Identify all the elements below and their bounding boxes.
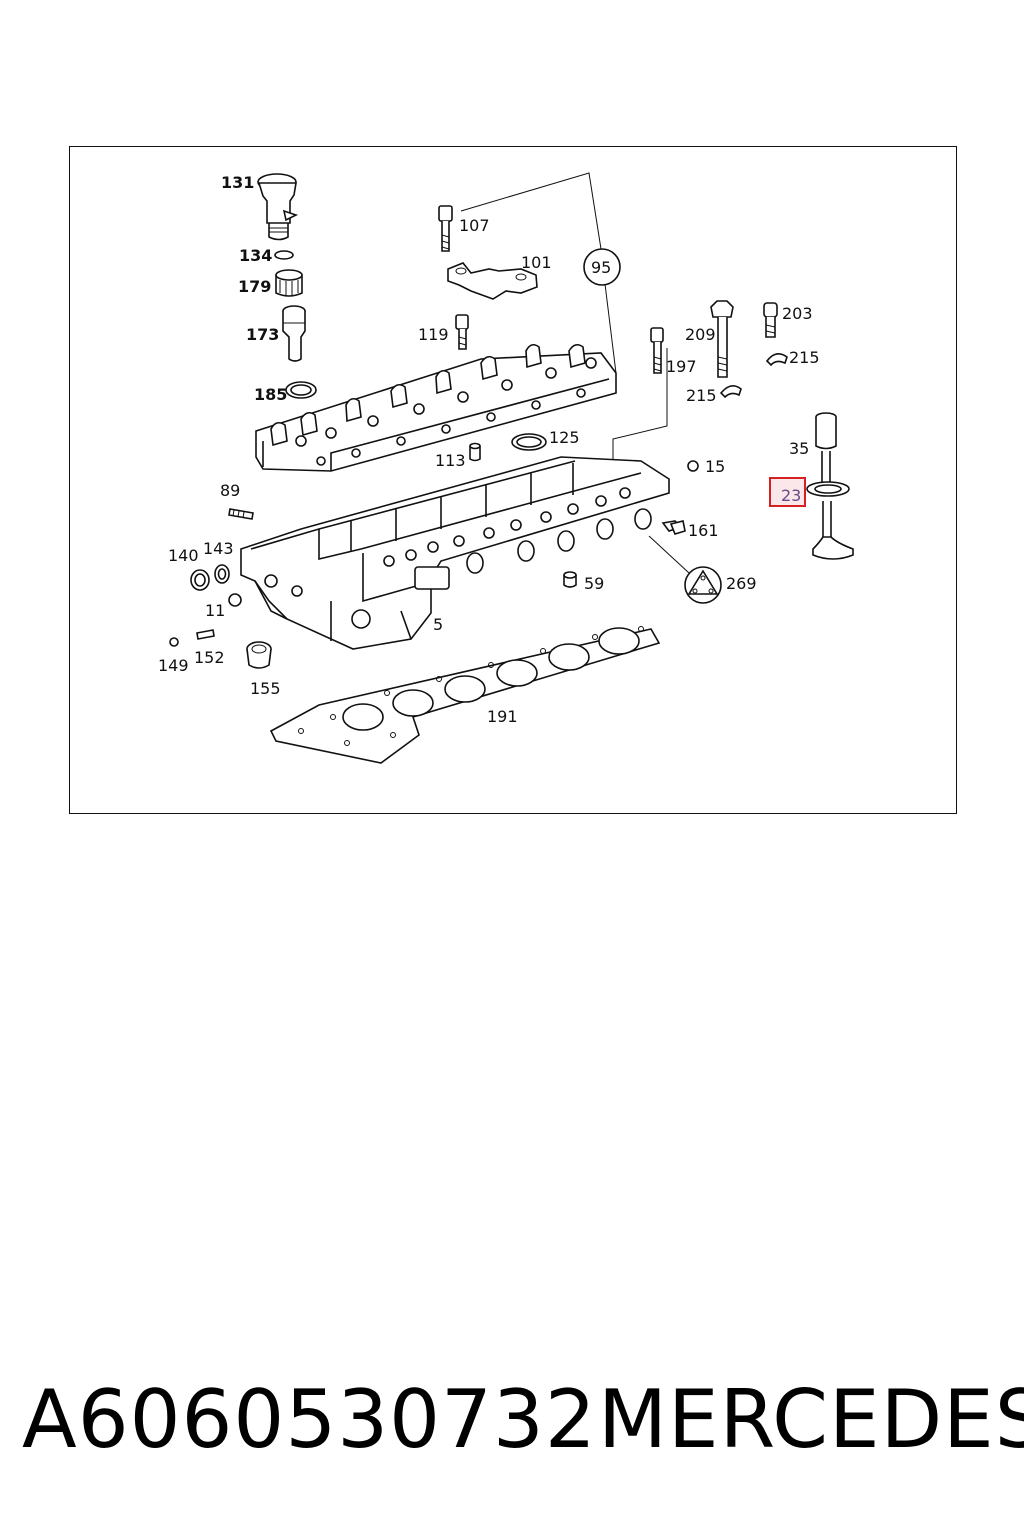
callout-143[interactable]: 143 [203,539,234,558]
parts-diagram: 131 134 179 173 185 107 101 95 119 209 2… [158,172,854,764]
valve [812,501,854,560]
part-35-valve-guide [815,412,837,450]
callout-101[interactable]: 101 [521,253,552,272]
callout-191[interactable]: 191 [487,707,518,726]
callout-155[interactable]: 155 [250,679,281,698]
part-179-sleeve [275,269,303,297]
brand-name: MERCEDES [598,1373,1024,1466]
part-173-plunger [282,305,306,362]
highlight-box-23 [769,477,806,507]
callout-161[interactable]: 161 [688,521,719,540]
callout-173[interactable]: 173 [246,325,279,344]
part-203-bolt [763,302,778,338]
callout-107[interactable]: 107 [459,216,490,235]
callout-5[interactable]: 5 [433,615,443,634]
part-101-bearing-cap [447,262,538,300]
callout-23[interactable]: 23 [781,486,801,505]
callout-131[interactable]: 131 [221,173,254,192]
part-215-washer-upper [765,353,788,367]
part-140-plug [190,569,210,591]
callout-125[interactable]: 125 [549,428,580,447]
callout-89[interactable]: 89 [220,481,240,500]
part-11-ring [228,593,242,607]
callout-15[interactable]: 15 [705,457,725,476]
part-119-bolt [455,314,469,350]
part-59-sleeve [563,571,577,588]
part-134-o-ring [274,250,294,260]
callout-152[interactable]: 152 [194,648,225,667]
part-23-valve-stem-seal [806,451,850,497]
part-107-bolt [438,205,453,252]
part-185-seal-ring [285,381,317,399]
part-155-sleeve [246,641,272,669]
part-152-pin [196,629,215,640]
part-191-head-gasket [269,626,661,764]
callout-labels: 131 134 179 173 185 107 101 95 119 209 2… [158,173,820,726]
group-95-marker [583,248,621,286]
footer: A6060530732 MERCEDES [0,1370,1024,1470]
part-125-seal-ring [511,433,547,451]
camshaft-carrier [255,343,617,472]
callout-209[interactable]: 209 [685,325,716,344]
callout-35[interactable]: 35 [789,439,809,458]
callout-113[interactable]: 113 [435,451,466,470]
part-113-dowel [469,442,481,462]
part-197-bolt [650,327,664,374]
part-161-plug [661,520,686,535]
part-131-fitting [257,173,299,241]
callout-215-upper[interactable]: 215 [789,348,820,367]
callout-149[interactable]: 149 [158,656,189,675]
callout-203[interactable]: 203 [782,304,813,323]
callout-11[interactable]: 11 [205,601,225,620]
callout-134[interactable]: 134 [239,246,272,265]
part-number: A6060530732 [22,1373,597,1466]
part-269-leader [648,535,690,574]
part-89-stud [228,508,254,520]
cylinder-head [240,456,670,650]
callout-59[interactable]: 59 [584,574,604,593]
callout-119[interactable]: 119 [418,325,449,344]
callout-197[interactable]: 197 [666,357,697,376]
part-149-ring [169,637,179,647]
parts-diagram-frame: 131 134 179 173 185 107 101 95 119 209 2… [69,146,957,814]
callout-269[interactable]: 269 [726,574,757,593]
callout-95[interactable]: 95 [591,258,611,277]
callout-179[interactable]: 179 [238,277,271,296]
group-95-leader-lines [460,172,668,463]
part-215-washer-lower [719,385,742,399]
part-143-seal [214,564,230,584]
callout-140[interactable]: 140 [168,546,199,565]
callout-185[interactable]: 185 [254,385,287,404]
callout-215-lower[interactable]: 215 [686,386,717,405]
part-269-flange [684,566,722,604]
part-209-bolt [710,300,734,378]
part-15-ring [687,460,699,472]
